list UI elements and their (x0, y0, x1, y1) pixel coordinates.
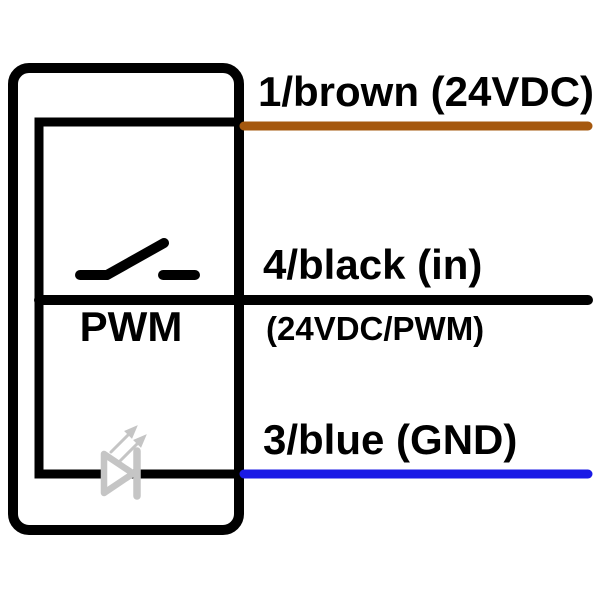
led-arrow-1-head (124, 425, 138, 439)
led-arrow-1-shaft (109, 433, 130, 454)
switch-lever (102, 238, 169, 280)
led-anode-triangle (100, 450, 137, 497)
wire-label-black: 4/black (in) (263, 241, 482, 288)
wire-label-blue: 3/blue (GND) (263, 416, 517, 463)
wire-sublabel-black: (24VDC/PWM) (266, 310, 484, 347)
device-mode-label: PWM (80, 303, 183, 350)
led-diode-icon (100, 425, 147, 500)
led-arrow-2-shaft (118, 442, 139, 463)
wire-label-brown: 1/brown (24VDC) (258, 68, 594, 115)
led-light-arrows (109, 425, 147, 463)
led-arrow-2-head (133, 434, 147, 448)
open-switch-icon (75, 238, 200, 280)
